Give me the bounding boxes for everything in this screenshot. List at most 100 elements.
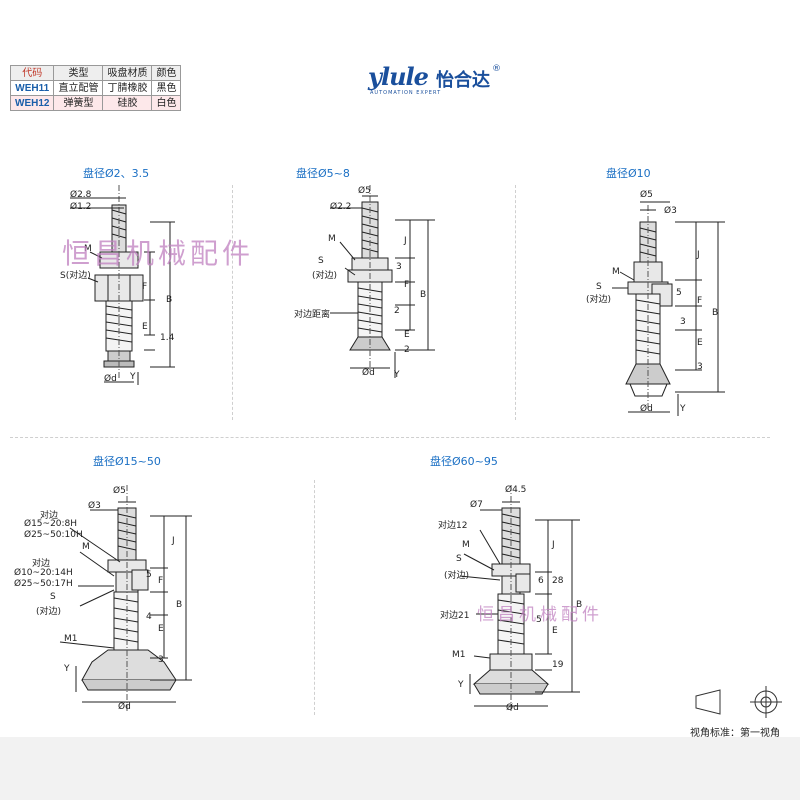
dim-label: Ø2.8 — [70, 190, 92, 200]
dim-label: Y — [130, 372, 136, 382]
dim-label: Ød — [104, 374, 117, 384]
dim-label: Ø5 — [640, 190, 653, 200]
first-angle-projection-icon — [695, 686, 782, 718]
dim-label: M — [82, 542, 90, 552]
dim-label: J — [404, 236, 407, 246]
dim-label: Ø25~50:10H — [24, 530, 83, 540]
dim-label: J — [172, 536, 175, 546]
drawing-d5 — [330, 185, 435, 378]
dim-label: 5 — [536, 615, 542, 625]
dim-label: M1 — [64, 634, 78, 644]
table-cell: WEH12 — [9, 95, 55, 111]
dim-label: 对边距离 — [294, 310, 331, 320]
dim-label: 19 — [552, 660, 564, 670]
dim-label: J — [552, 540, 555, 550]
dim-label: Ø2.2 — [330, 202, 352, 212]
section-title-d10: 盘径Ø10 — [606, 167, 651, 180]
dim-label: J — [697, 250, 700, 260]
dim-label: 对边 — [32, 559, 51, 569]
dim-label: M — [612, 267, 620, 277]
dim-label: 4 — [146, 612, 152, 622]
dim-label: 2 — [394, 306, 400, 316]
dim-label: 3 — [697, 362, 703, 372]
drawing-d10 — [612, 201, 725, 416]
registered-mark: ® — [492, 64, 501, 74]
table-cell: 硅胶 — [102, 95, 153, 111]
dim-label: 5 — [676, 288, 682, 298]
section-title-d5: 盘径Ø5~8 — [296, 167, 350, 180]
drawing-d15 — [59, 485, 192, 712]
dim-label: E — [158, 624, 164, 634]
dim-label: Ø5 — [113, 486, 126, 496]
dim-label: B — [166, 295, 173, 305]
section-divider — [515, 185, 516, 420]
table-cell: 弹簧型 — [53, 95, 104, 111]
dim-label: 1.4 — [160, 333, 175, 343]
dim-label: Y — [458, 680, 464, 690]
projection-label: 视角标准：第一视角 — [690, 728, 780, 739]
dim-label: 5 — [146, 570, 152, 580]
table-cell: 直立配管 — [53, 80, 104, 96]
section-divider — [232, 185, 233, 420]
brand-tagline: AUTOMATION EXPERT — [370, 90, 442, 96]
dim-label: S — [318, 256, 324, 266]
dim-label: Ø3 — [88, 501, 101, 511]
section-divider — [10, 437, 770, 438]
dim-label: Ø5 — [358, 186, 371, 196]
table-header-row: 代码 类型 吸盘材质 颜色 — [9, 65, 182, 81]
dim-label: E — [142, 322, 148, 332]
table-cell: 丁腈橡胶 — [102, 80, 153, 96]
dim-label: Ød — [640, 404, 653, 414]
table-cell: 白色 — [151, 95, 182, 111]
dim-label: S — [596, 282, 602, 292]
dim-label: 对边12 — [438, 521, 468, 531]
dim-label: Y — [64, 664, 70, 674]
brand-logo: ylule 怡合达 ® AUTOMATION EXPERT — [368, 62, 518, 102]
table-header-cell: 颜色 — [151, 65, 182, 81]
dim-label: Ø10~20:14H — [14, 568, 73, 578]
dim-label: M1 — [452, 650, 466, 660]
watermark-text: 恒昌机械配件 — [62, 237, 255, 270]
dim-label: E — [404, 330, 410, 340]
footer-band — [0, 737, 800, 800]
dim-label: Ø4.5 — [505, 485, 527, 495]
dim-label: B — [712, 308, 719, 318]
dim-label: 3 — [680, 317, 686, 327]
dim-label: Ø3 — [664, 206, 677, 216]
dim-label: F — [142, 282, 148, 292]
dim-label: Ø25~50:17H — [14, 579, 73, 589]
dim-label: Ød — [506, 703, 519, 713]
dim-label: 2 — [404, 345, 410, 355]
dim-label: (对边) — [444, 571, 470, 581]
dim-label: F — [404, 280, 410, 290]
section-title-d2: 盘径Ø2、3.5 — [83, 167, 150, 180]
dim-label: B — [576, 600, 583, 610]
dim-label: B — [420, 290, 427, 300]
table-header-cell: 吸盘材质 — [102, 65, 153, 81]
dim-label: S(对边) — [60, 271, 91, 281]
dim-label: M — [84, 244, 92, 254]
dim-label: F — [158, 576, 164, 586]
dim-label: Ø1.2 — [70, 202, 92, 212]
dim-label: 对边 — [40, 511, 59, 521]
dim-label: M — [462, 540, 470, 550]
table-row: WEH11 直立配管 丁腈橡胶 黑色 — [9, 80, 182, 96]
dim-label: E — [552, 626, 558, 636]
dim-label: S — [456, 554, 462, 564]
dim-label: 3 — [396, 262, 402, 272]
dim-label: Ød — [362, 368, 375, 378]
dim-label: B — [176, 600, 183, 610]
drawing-d60 — [459, 485, 580, 712]
dim-label: Y — [680, 404, 686, 414]
brand-name: 怡合达 — [436, 70, 490, 91]
dim-label: 3 — [158, 655, 164, 665]
dim-label: Ø15~20:8H — [24, 519, 78, 529]
dim-label: 28 — [552, 576, 564, 586]
dim-label: S — [50, 592, 56, 602]
dim-label: 6 — [538, 576, 544, 586]
dim-label: Y — [394, 370, 400, 380]
dim-label: (对边) — [586, 295, 612, 305]
dim-label: M — [328, 234, 336, 244]
spec-table: 代码 类型 吸盘材质 颜色 WEH11 直立配管 丁腈橡胶 黑色 WEH12 弹… — [9, 65, 182, 111]
